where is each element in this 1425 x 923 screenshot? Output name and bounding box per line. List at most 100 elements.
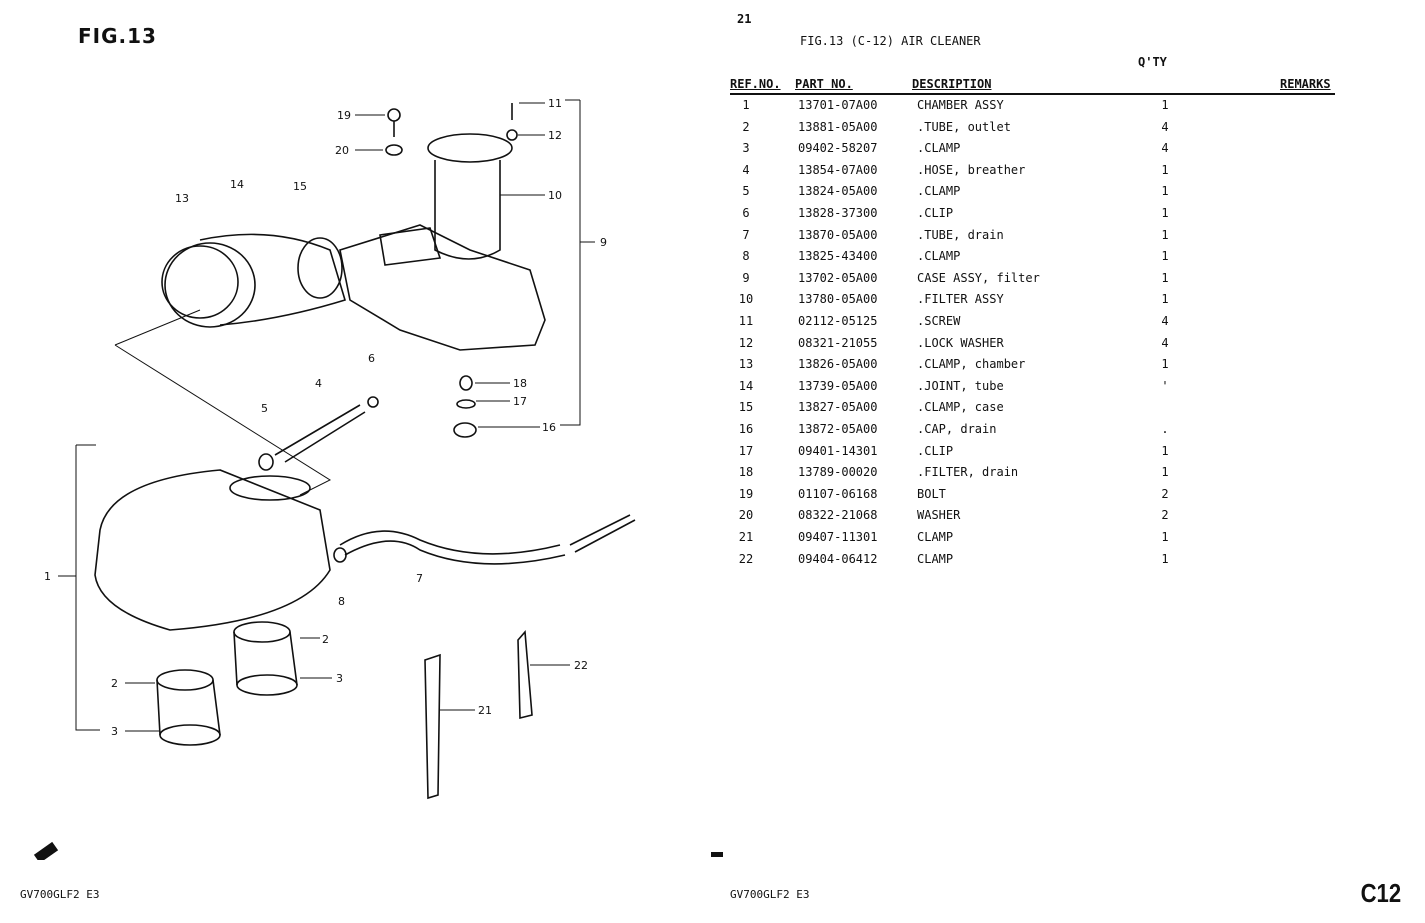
filter-case-drawing bbox=[339, 224, 546, 351]
callout-21: 21 bbox=[478, 704, 492, 717]
quantity: 4 bbox=[1161, 141, 1169, 156]
ref-no: 13 bbox=[738, 357, 754, 372]
description: .CLAMP bbox=[917, 141, 961, 156]
quantity: ' bbox=[1161, 378, 1169, 393]
callout-3: 3 bbox=[336, 672, 343, 685]
ref-no: 22 bbox=[738, 551, 754, 566]
description: CLAMP bbox=[917, 530, 954, 544]
exploded-parts-diagram: 1 2 3 4 5 6 7 8 9 10 11 12 13 14 15 16 1… bbox=[33, 97, 636, 860]
remarks-header: REMARKS bbox=[1280, 77, 1331, 91]
ref-no: 20 bbox=[738, 508, 754, 523]
part-no: 08322-21068 bbox=[798, 508, 878, 523]
part-no: 13701-07A00 bbox=[798, 98, 878, 112]
description: .HOSE, breather bbox=[917, 162, 1026, 177]
callout-7: 7 bbox=[416, 572, 423, 585]
part-no: 13854-07A00 bbox=[798, 162, 878, 177]
header-divider bbox=[730, 93, 1335, 95]
table-row: 10 13780-05A00 .FILTER ASSY 1 bbox=[730, 292, 1330, 314]
callout-2b: 2 bbox=[111, 677, 118, 690]
quantity: 1 bbox=[1161, 249, 1169, 264]
description: .CLAMP, case bbox=[917, 400, 1004, 415]
part-no: 13870-05A00 bbox=[798, 227, 878, 242]
callout-13: 13 bbox=[175, 192, 189, 205]
ref-no: 11 bbox=[738, 314, 754, 328]
part-no: 13739-05A00 bbox=[798, 378, 878, 393]
ref-no: 2 bbox=[742, 119, 750, 134]
part-no: 13827-05A00 bbox=[798, 400, 878, 415]
quantity: 1 bbox=[1161, 162, 1169, 177]
quantity: 4 bbox=[1161, 119, 1169, 134]
qty-header: Q'TY bbox=[1138, 55, 1167, 69]
ref-no: 12 bbox=[738, 335, 754, 350]
callout-11: 11 bbox=[548, 97, 562, 110]
part-no: 13702-05A00 bbox=[798, 270, 878, 285]
description: .CLAMP bbox=[917, 184, 961, 199]
table-row: 22 09404-06412 CLAMP 1 bbox=[730, 552, 1330, 574]
part-no: 13824-05A00 bbox=[798, 184, 878, 199]
part-no: 13826-05A00 bbox=[798, 357, 878, 372]
ref-no: 17 bbox=[738, 443, 754, 458]
quantity: 1 bbox=[1161, 98, 1169, 112]
description: .SCREW bbox=[917, 314, 961, 328]
direction-arrow-icon bbox=[33, 841, 59, 860]
description: CLAMP bbox=[917, 551, 954, 566]
part-no: 13780-05A00 bbox=[798, 292, 878, 307]
ref-no: 18 bbox=[738, 465, 754, 480]
callout-8: 8 bbox=[338, 595, 345, 608]
page-number: 21 bbox=[737, 12, 752, 26]
callout-17: 17 bbox=[513, 395, 527, 408]
description-header: DESCRIPTION bbox=[912, 77, 992, 91]
quantity: 1 bbox=[1161, 530, 1169, 544]
part-no: 09404-06412 bbox=[798, 551, 878, 566]
quantity: 1 bbox=[1161, 292, 1169, 307]
description: WASHER bbox=[917, 508, 961, 523]
quantity: 1 bbox=[1161, 357, 1169, 372]
callout-5: 5 bbox=[261, 402, 268, 415]
ref-no: 6 bbox=[742, 206, 750, 220]
callout-2: 2 bbox=[322, 633, 329, 646]
quantity: . bbox=[1161, 422, 1169, 436]
description: CHAMBER ASSY bbox=[917, 98, 1004, 112]
air-chamber-drawing bbox=[94, 469, 331, 631]
page-code: C12 bbox=[1360, 878, 1402, 908]
ref-no: 10 bbox=[738, 292, 754, 307]
quantity: 1 bbox=[1161, 206, 1169, 220]
quantity: 1 bbox=[1161, 551, 1169, 566]
part-no: 09401-14301 bbox=[798, 443, 878, 458]
part-no: 13872-05A00 bbox=[798, 422, 878, 436]
description: .TUBE, outlet bbox=[917, 119, 1011, 134]
callout-15: 15 bbox=[293, 180, 307, 193]
footer-model-left: GV700GLF2 E3 bbox=[20, 888, 100, 901]
quantity: 4 bbox=[1161, 335, 1169, 350]
description: BOLT bbox=[917, 486, 946, 501]
description: .JOINT, tube bbox=[917, 378, 1004, 393]
part-no: 08321-21055 bbox=[798, 335, 878, 350]
part-header: PART NO. bbox=[795, 77, 853, 91]
ref-no: 5 bbox=[742, 184, 750, 199]
ref-header: REF.NO. bbox=[730, 77, 781, 91]
ref-no: 4 bbox=[742, 162, 750, 177]
ref-no: 7 bbox=[742, 227, 750, 242]
description: .TUBE, drain bbox=[917, 227, 1004, 242]
description: .FILTER ASSY bbox=[917, 292, 1004, 307]
callout-10: 10 bbox=[548, 189, 562, 202]
description: .CLIP bbox=[917, 206, 954, 220]
quantity: 1 bbox=[1161, 443, 1169, 458]
callout-4: 4 bbox=[315, 377, 322, 390]
callout-18: 18 bbox=[513, 377, 527, 390]
part-no: 13825-43400 bbox=[798, 249, 878, 264]
